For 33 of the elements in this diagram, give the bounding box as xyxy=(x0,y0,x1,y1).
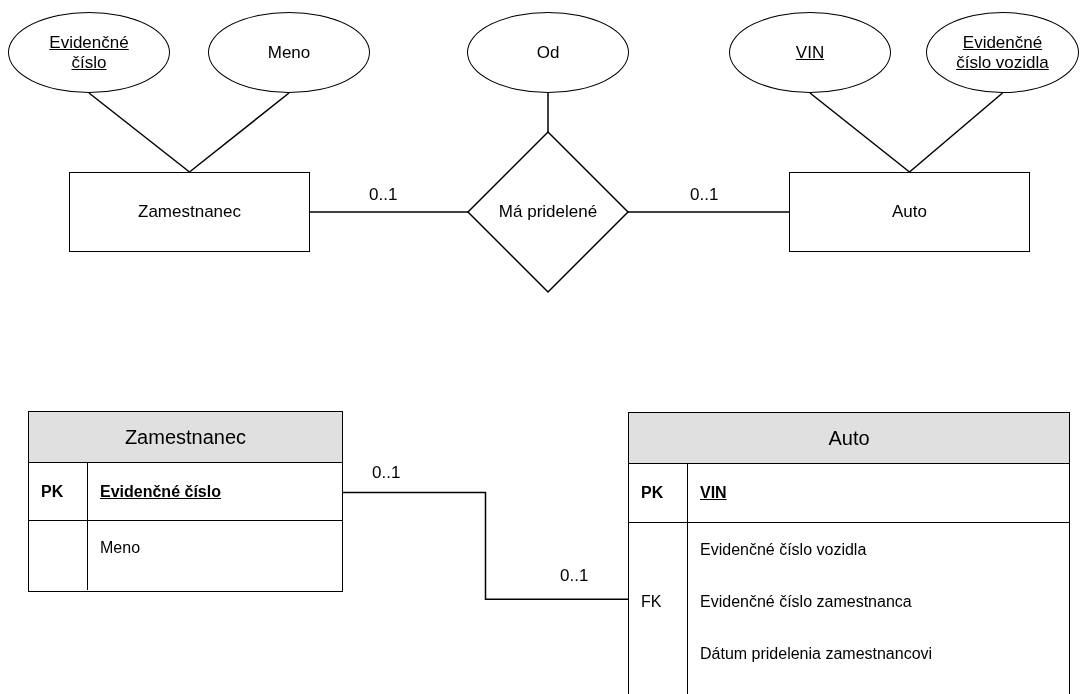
key-marker: PK xyxy=(641,483,664,503)
connector-line xyxy=(88,92,191,173)
shape-label: Od xyxy=(536,42,560,63)
connector-line xyxy=(627,211,790,213)
table-row xyxy=(29,463,342,521)
column-name: VIN xyxy=(700,483,727,503)
column-name: Evidenčné číslo zamestnanca xyxy=(700,592,912,612)
shape-label: Má pridelené xyxy=(498,202,598,222)
column-name: Dátum pridelenia zamestnancovi xyxy=(700,644,933,664)
key-marker: FK xyxy=(641,592,662,612)
table-header: Auto xyxy=(629,413,1069,464)
table-card xyxy=(628,412,1070,694)
shape-label: Evidenčné číslo xyxy=(48,32,130,73)
connector-line xyxy=(908,92,1004,173)
table-header: Zamestnanec xyxy=(29,412,342,463)
key-marker: PK xyxy=(41,482,64,502)
column-name: Evidenčné číslo xyxy=(100,482,221,502)
table-card xyxy=(28,411,343,592)
table-row xyxy=(629,464,1069,523)
column-name: Evidenčné číslo vozidla xyxy=(700,540,867,560)
shape-label: VIN xyxy=(795,42,825,63)
entity-box xyxy=(789,172,1030,252)
shape-label: Zamestnanec xyxy=(138,202,241,222)
connector-line xyxy=(309,211,469,213)
shape-label: Meno xyxy=(267,42,311,63)
column-name: Meno xyxy=(100,538,141,558)
connector-line xyxy=(809,92,911,173)
connector-line xyxy=(188,92,290,173)
shape-label: Evidenčné číslo vozidla xyxy=(955,32,1050,73)
entity-box xyxy=(69,172,310,252)
shape-label: Auto xyxy=(892,202,927,222)
relationship-diamond xyxy=(468,132,628,292)
connector-line xyxy=(547,92,549,133)
